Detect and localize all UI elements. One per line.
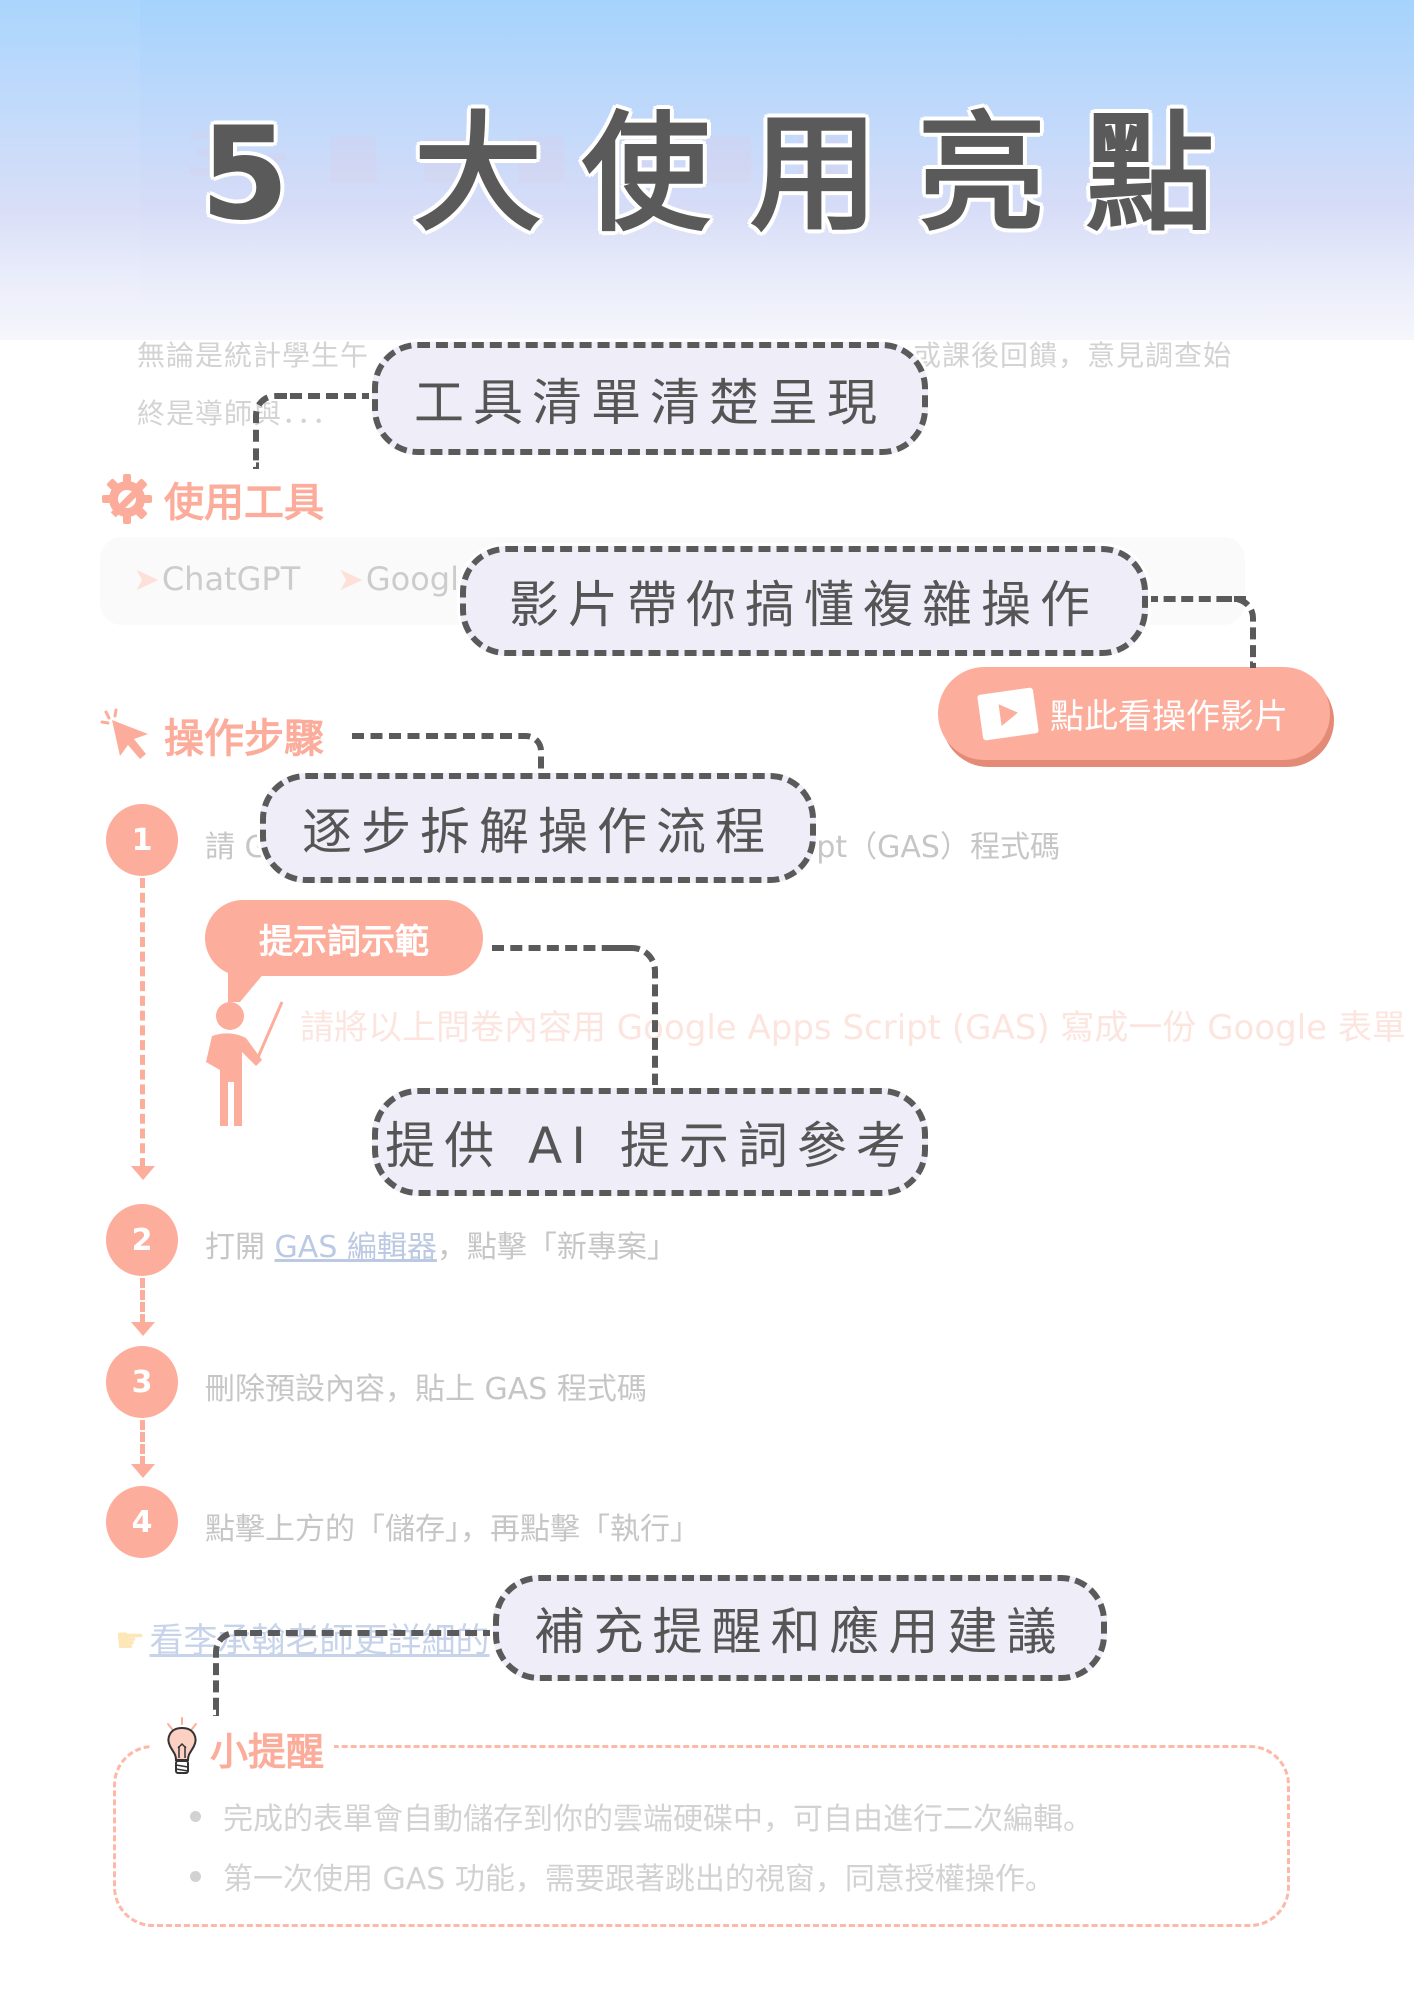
callout-4-connector	[610, 945, 658, 1096]
callout-4-connector-h	[492, 945, 632, 951]
step-connector-1-2	[140, 878, 145, 1168]
callout-2-connector-h	[1146, 596, 1246, 602]
step-number-1: 1	[106, 804, 178, 876]
step-1-text-left: 請 G	[205, 830, 268, 865]
teacher-icon	[206, 1001, 284, 1126]
header-side-strip	[0, 0, 140, 300]
bullet-icon	[190, 1870, 201, 1882]
step-1-text-right: ipt（GAS）程式碼	[808, 830, 1060, 865]
watch-video-label: 點此看操作影片	[1050, 697, 1288, 737]
callout-tips-suggestions: 補充提醒和應用建議	[493, 1575, 1107, 1681]
watch-video-button[interactable]: 點此看操作影片	[938, 667, 1330, 760]
bubble-tail	[228, 966, 270, 1002]
gear-wrench-icon	[102, 474, 152, 524]
callout-5-connector-h	[250, 1630, 495, 1636]
more-details-link[interactable]: ☛看李承翰老師更詳細的	[115, 1621, 490, 1661]
callout-3-connector-h	[352, 733, 512, 739]
tips-box	[113, 1745, 1290, 1927]
steps-heading: 操作步驟	[100, 706, 324, 764]
tool-item-chatgpt[interactable]: ➤ChatGPT	[133, 560, 301, 598]
callout-2-connector	[1220, 596, 1256, 668]
tools-heading-label: 使用工具	[164, 480, 324, 526]
step-connector-3-4	[140, 1420, 145, 1466]
pointing-hand-icon: ☛	[115, 1621, 146, 1661]
tip-item: 第一次使用 GAS 功能，需要跟著跳出的視窗，同意授權操作。	[190, 1854, 1055, 1898]
tools-heading: 使用工具	[100, 470, 324, 528]
arrow-icon: ➤	[337, 560, 364, 598]
callout-1-connector-h	[290, 393, 374, 399]
gas-editor-link[interactable]: GAS 編輯器	[274, 1230, 437, 1265]
bullet-icon	[190, 1810, 201, 1822]
header-ghost-text: 3 - ■ ■ ■ ■ ■ ■	[185, 120, 859, 190]
step-arrow-icon	[131, 1166, 155, 1180]
video-play-icon	[977, 686, 1039, 741]
callout-3-connector	[500, 733, 544, 781]
callout-step-breakdown: 逐步拆解操作流程	[260, 773, 816, 883]
callout-video-guide: 影片帶你搞懂複雜操作	[460, 546, 1148, 656]
steps-heading-label: 操作步驟	[164, 716, 324, 762]
step-arrow-icon	[131, 1464, 155, 1478]
tips-heading-label: 小提醒	[210, 1729, 325, 1774]
intro-line-1-right: 或課後回饋，意見調查始	[913, 339, 1233, 372]
step-number-3: 3	[106, 1346, 178, 1418]
prompt-example-text: 請將以上問卷內容用 Google Apps Script (GAS) 寫成一份 …	[300, 1008, 1406, 1048]
intro-line-1-left: 無論是統計學生午	[137, 339, 370, 372]
step-4-text: 點擊上方的「儲存」，再點擊「執行」	[205, 1512, 700, 1547]
intro-line-2: 終是導師與．．．	[137, 397, 342, 430]
callout-1-connector	[253, 393, 299, 469]
cursor-click-icon	[100, 708, 148, 759]
callout-5-connector	[213, 1630, 259, 1716]
tips-heading: 小提醒	[150, 1716, 335, 1780]
step-number-2: 2	[106, 1204, 178, 1276]
tip-item: 完成的表單會自動儲存到你的雲端硬碟中，可自由進行二次編輯。	[190, 1794, 1093, 1838]
step-number-4: 4	[106, 1486, 178, 1558]
step-3-text: 刪除預設內容，貼上 GAS 程式碼	[205, 1372, 647, 1407]
arrow-icon: ➤	[133, 560, 160, 598]
step-2-text: 打開 GAS 編輯器，點擊「新專案」	[205, 1230, 677, 1265]
callout-tool-list: 工具清單清楚呈現	[372, 342, 928, 455]
page-title: 5 大使用亮點	[200, 100, 1254, 249]
header-background	[0, 0, 1414, 340]
prompt-example-bubble: 提示詞示範	[205, 900, 483, 976]
lightbulb-icon	[167, 1717, 197, 1774]
tool-item-google[interactable]: ➤Googl	[337, 560, 459, 598]
callout-ai-prompt: 提供 AI 提示詞參考	[372, 1088, 928, 1196]
step-connector-2-3	[140, 1278, 145, 1324]
step-arrow-icon	[131, 1322, 155, 1336]
